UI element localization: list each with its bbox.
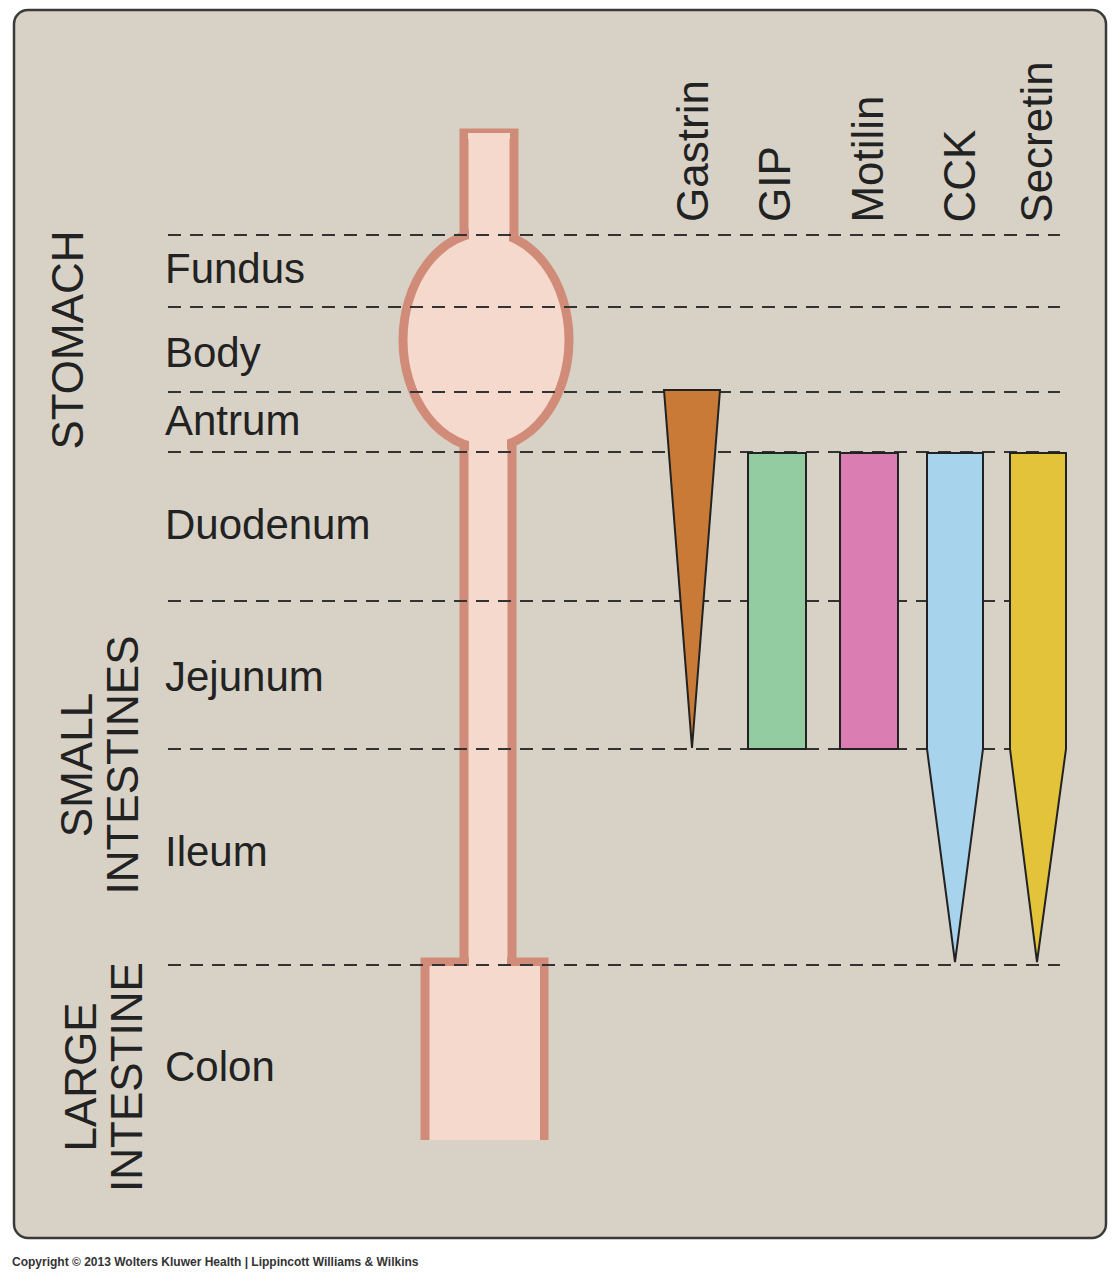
hormone-label: Secretin (1015, 61, 1059, 222)
section-label: LARGE INTESTINE (58, 927, 150, 1227)
region-label: Antrum (165, 400, 300, 442)
gi-tract (403, 133, 569, 1140)
region-label: Fundus (165, 248, 305, 290)
hormone-label: Motilin (846, 95, 890, 222)
region-label: Body (165, 332, 261, 374)
copyright-note: Copyright © 2013 Wolters Kluwer Health |… (12, 1256, 419, 1268)
hormone-label: Gastrin (671, 80, 715, 222)
region-label: Ileum (165, 831, 268, 873)
region-label: Colon (165, 1046, 275, 1088)
region-label: Jejunum (165, 656, 324, 698)
region-divider (168, 235, 1060, 965)
region-label: Duodenum (165, 504, 370, 546)
hormone-label: GIP (753, 146, 797, 222)
panel-ground (14, 10, 1106, 1238)
hormone-bars (664, 390, 1066, 962)
section-label: SMALL INTESTINES (54, 610, 146, 920)
section-label: STOMACH (45, 140, 91, 540)
hormone-label: CCK (938, 129, 982, 222)
